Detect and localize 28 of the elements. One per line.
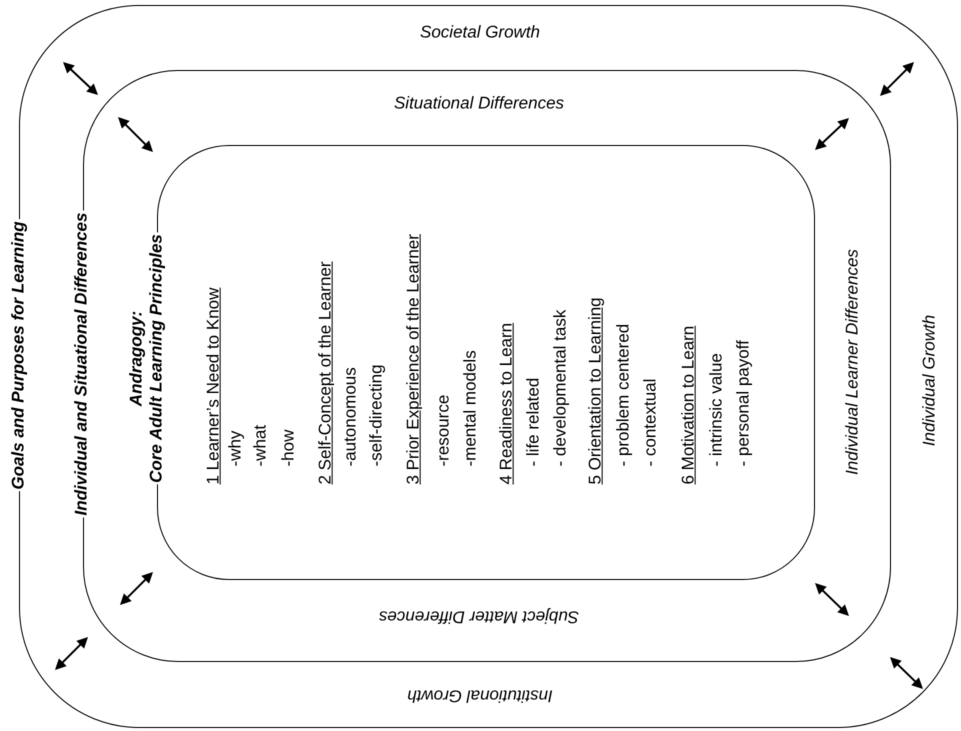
- heading: Goals and Purposes for Learning: [9, 219, 28, 492]
- principle-heading: 2 Self-Concept of the Learner: [316, 261, 335, 484]
- list-item: - developmental task: [551, 310, 570, 466]
- list-item: -why: [226, 430, 245, 466]
- ring-label: Societal Growth: [420, 24, 540, 43]
- ring-label: Situational Differences: [394, 94, 564, 114]
- list-item: - problem centered: [614, 324, 633, 466]
- heading: Andragogy:: [127, 310, 146, 406]
- list-item: -mental models: [461, 350, 480, 466]
- list-item: -autonomous: [341, 367, 360, 466]
- list-item: - life related: [524, 378, 543, 466]
- ring-label: Individual Growth: [920, 314, 939, 446]
- principle-heading: 6 Motivation to Learn: [679, 326, 698, 484]
- ring-label: Subject Matter Differences: [378, 606, 580, 626]
- principle-heading: 5 Orientation to Learning: [586, 297, 605, 484]
- ring-label: Institutional Growth: [406, 686, 552, 705]
- list-item: - intrinsic value: [707, 353, 726, 466]
- list-item: - personal payoff: [734, 340, 753, 466]
- ring-label: Individual Learner Differences: [844, 249, 862, 475]
- principle-heading: 1 Learner’s Need to Know: [204, 288, 223, 484]
- list-item: -self-directing: [367, 364, 386, 466]
- principle-heading: 4 Readiness to Learn: [497, 322, 516, 484]
- list-item: -resource: [434, 394, 453, 466]
- principle-heading: 3 Prior Experience of the Learner: [404, 234, 423, 484]
- list-item: -what: [251, 424, 270, 466]
- heading: Core Adult Learning Principles: [147, 232, 166, 485]
- list-item: -how: [279, 430, 298, 466]
- list-item: - contextual: [641, 378, 660, 466]
